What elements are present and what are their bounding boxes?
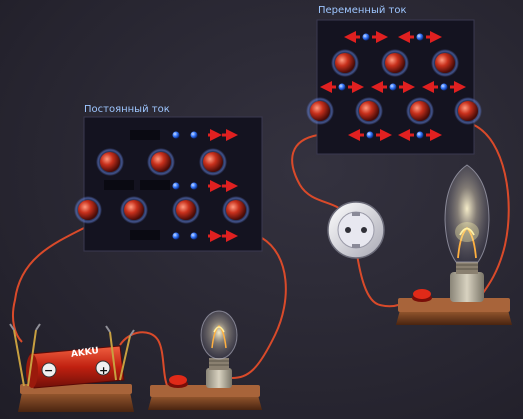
electron bbox=[416, 131, 424, 139]
dc-wire-right bbox=[231, 237, 287, 379]
light-bulb-icon bbox=[200, 310, 238, 360]
dc-wire-battery bbox=[119, 331, 169, 389]
electron bbox=[389, 83, 397, 91]
battery-icon bbox=[9, 323, 135, 412]
power-socket-icon bbox=[327, 201, 385, 259]
ion bbox=[100, 152, 120, 172]
dc-panel-band bbox=[130, 230, 160, 240]
ac-wire-right bbox=[473, 124, 510, 301]
electron bbox=[338, 83, 346, 91]
ion bbox=[335, 53, 355, 73]
electron bbox=[190, 182, 198, 190]
ac-lamp-stand bbox=[396, 262, 512, 325]
ion bbox=[385, 53, 405, 73]
ac-wire-left bbox=[291, 134, 346, 216]
battery-plus-terminal: + bbox=[99, 364, 109, 377]
dc-panel-band bbox=[104, 180, 134, 190]
electron bbox=[362, 33, 370, 41]
ion bbox=[458, 101, 478, 121]
electron bbox=[190, 232, 198, 240]
electron bbox=[172, 182, 180, 190]
ac-ions bbox=[306, 49, 482, 125]
electron bbox=[366, 131, 374, 139]
ac-electrons bbox=[338, 33, 448, 139]
dc-panel-band bbox=[140, 180, 170, 190]
battery-minus-terminal: − bbox=[44, 364, 54, 377]
ion bbox=[203, 152, 223, 172]
ac-arrows bbox=[320, 31, 466, 141]
ion bbox=[78, 200, 98, 220]
ac-panel bbox=[306, 19, 482, 155]
red-button-icon bbox=[413, 289, 431, 299]
electron bbox=[172, 131, 180, 139]
ion bbox=[151, 152, 171, 172]
dc-wire-left bbox=[12, 227, 85, 343]
ion bbox=[410, 101, 430, 121]
electron bbox=[440, 83, 448, 91]
dc-panel-band bbox=[130, 130, 160, 140]
ion bbox=[435, 53, 455, 73]
electron bbox=[172, 232, 180, 240]
ac-panel-title: Переменный ток bbox=[318, 5, 407, 16]
electron bbox=[190, 131, 198, 139]
electron bbox=[416, 33, 424, 41]
ion bbox=[359, 101, 379, 121]
dc-panel bbox=[74, 116, 263, 252]
dc-lamp-stand bbox=[148, 358, 262, 410]
dc-electrons bbox=[172, 131, 198, 240]
light-bulb-icon bbox=[444, 164, 490, 263]
dc-ions bbox=[74, 148, 250, 224]
red-button-icon bbox=[169, 375, 187, 385]
ion bbox=[176, 200, 196, 220]
dc-panel-title: Постоянный ток bbox=[84, 104, 170, 115]
ion bbox=[124, 200, 144, 220]
dc-arrows bbox=[208, 129, 238, 242]
ion bbox=[226, 200, 246, 220]
ion bbox=[310, 101, 330, 121]
